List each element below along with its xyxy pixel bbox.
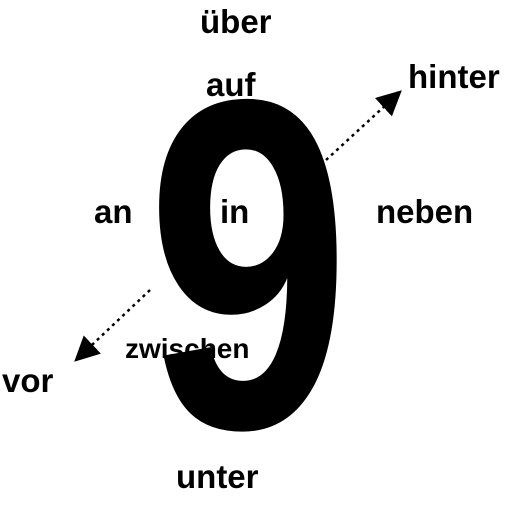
- label-ueber: über: [200, 3, 272, 40]
- digit-nine: 9: [146, 2, 351, 527]
- label-in: in: [220, 193, 250, 230]
- label-an: an: [94, 193, 133, 230]
- label-auf: auf: [206, 66, 256, 103]
- arrow-to-vor: [74, 289, 151, 362]
- label-neben: neben: [376, 193, 474, 230]
- label-unter: unter: [176, 458, 259, 495]
- arrow-to-hinter: [325, 90, 402, 161]
- label-vor: vor: [2, 362, 54, 399]
- arrows-layer: [74, 90, 402, 362]
- preposition-diagram: 9 über auf hinter an in neben zwischen v…: [2, 2, 500, 527]
- label-zwischen: zwischen: [125, 333, 250, 364]
- label-hinter: hinter: [408, 58, 500, 95]
